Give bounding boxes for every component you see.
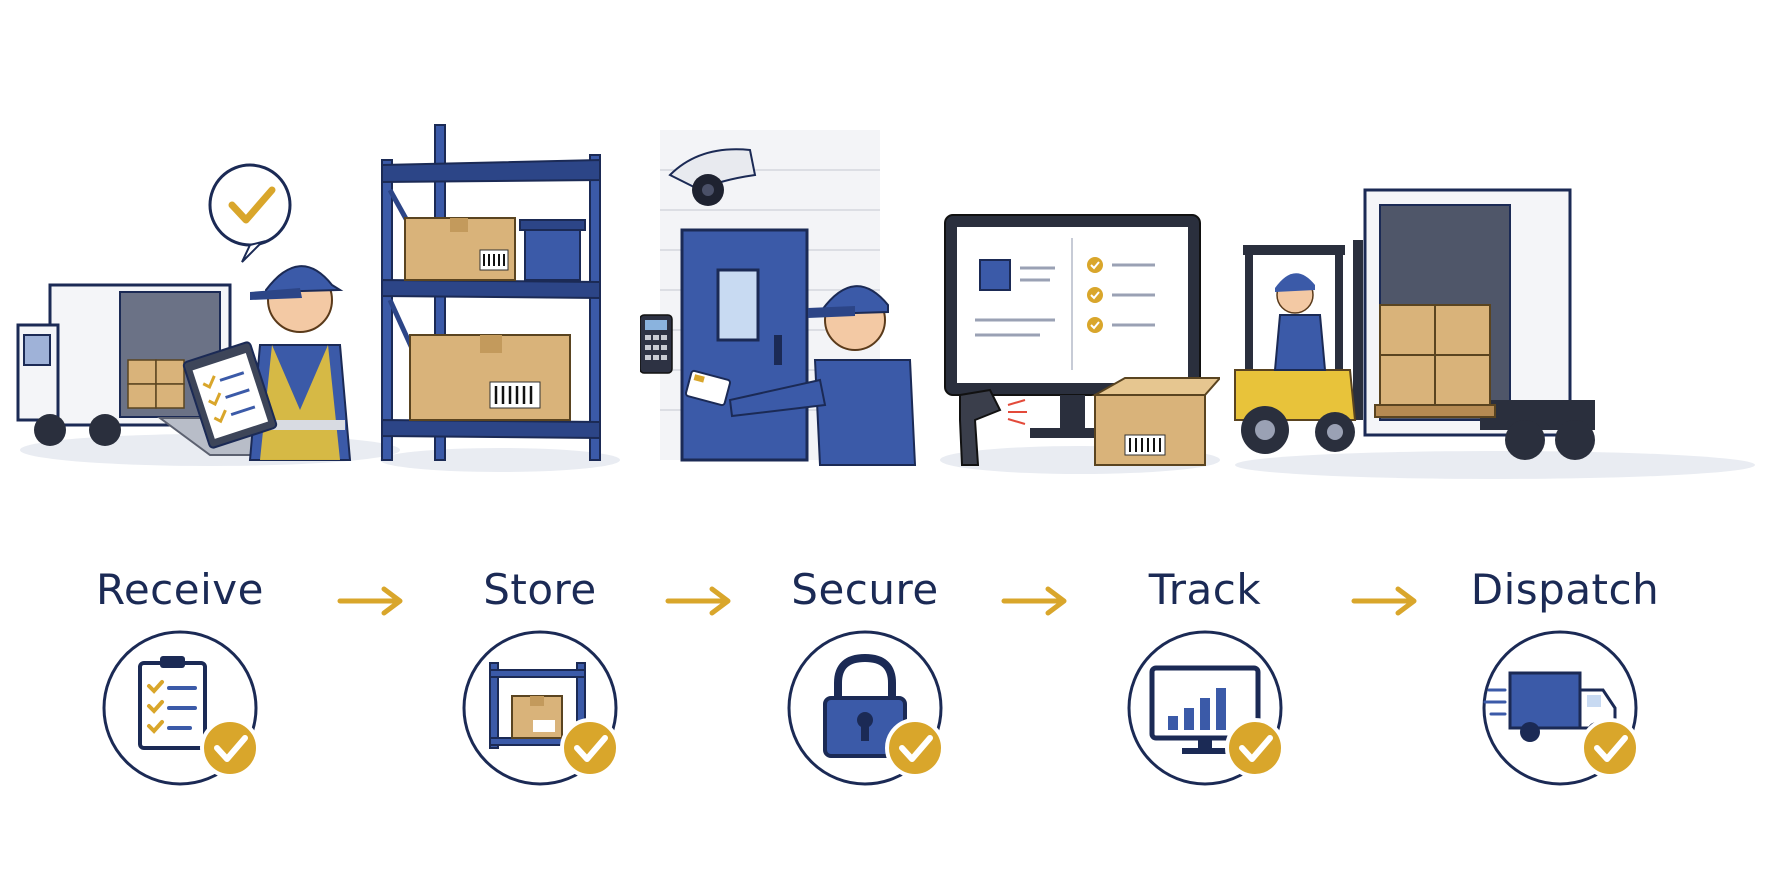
store-scene (370, 120, 630, 550)
track-badge (1120, 628, 1300, 798)
shelf-box-icon (489, 662, 586, 749)
store-badge (455, 628, 635, 798)
check-badge-icon (560, 718, 620, 778)
arrow-right-icon (665, 586, 731, 616)
track-scene (930, 120, 1220, 550)
arrow-right-icon (1001, 586, 1067, 616)
forklift-truck-illustration (1234, 188, 1755, 479)
step-label-secure: Secure (791, 565, 939, 614)
delivery-truck-worker-illustration (16, 163, 400, 466)
arrow-right-icon (337, 586, 403, 616)
step-label-track: Track (1148, 565, 1262, 614)
dispatch-badge (1475, 628, 1655, 798)
checklist-clipboard-icon (138, 656, 207, 750)
step-label-receive: Receive (96, 565, 264, 614)
check-badge-icon (885, 718, 945, 778)
check-badge-icon (1225, 718, 1285, 778)
step-label-dispatch: Dispatch (1470, 565, 1660, 614)
monitor-scanner-illustration (940, 214, 1220, 474)
check-badge-icon (1580, 718, 1640, 778)
check-badge-icon (200, 718, 260, 778)
secure-badge (780, 628, 960, 798)
dispatch-scene (1225, 120, 1770, 550)
secure-door-illustration (640, 130, 917, 466)
arrow-right-icon (1351, 586, 1417, 616)
warehouse-shelving-illustration (380, 124, 620, 472)
receive-badge (95, 628, 275, 798)
secure-scene (640, 120, 920, 550)
step-label-store: Store (483, 565, 597, 614)
monitor-chart-icon (1149, 665, 1261, 754)
receive-scene (10, 120, 410, 550)
